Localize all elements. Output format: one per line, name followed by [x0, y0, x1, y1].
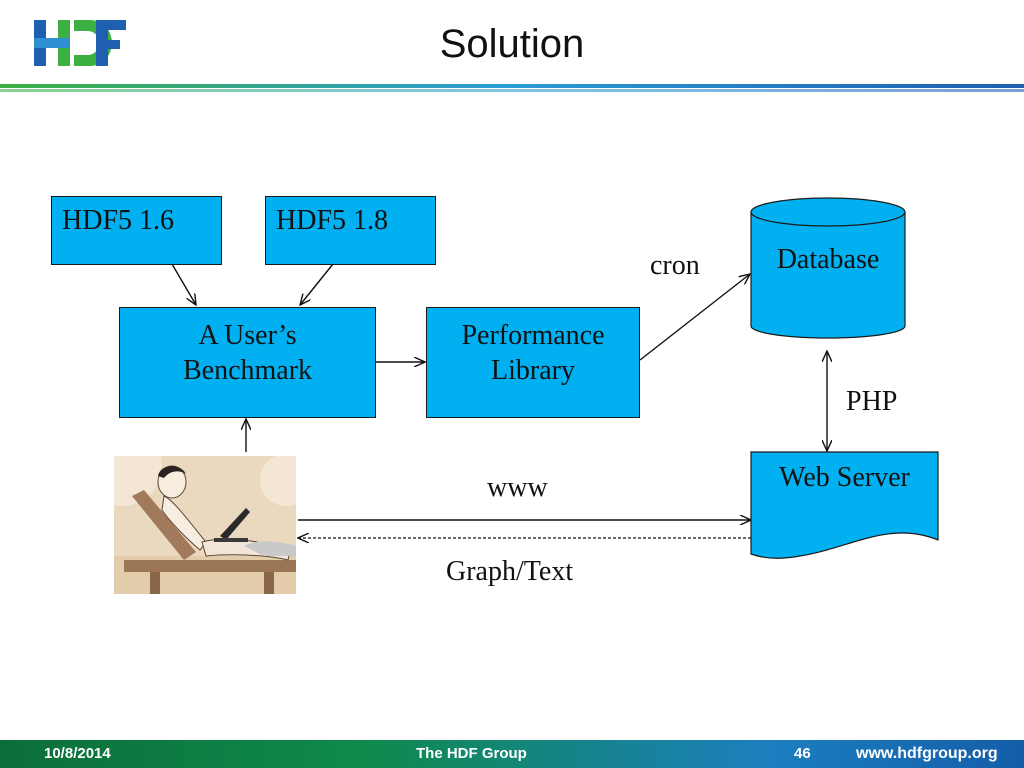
- library-label-line1: Performance: [461, 320, 605, 351]
- slide-footer: 10/8/2014 The HDF Group 46 www.hdfgroup.…: [0, 740, 1024, 768]
- database-label: Database: [776, 244, 880, 275]
- title-divider: [0, 84, 1024, 92]
- www-label: www: [487, 472, 548, 503]
- footer-page-number: 46: [794, 745, 811, 762]
- arrow-hdf18-to-benchmark: [300, 263, 334, 305]
- hdf-logo: [34, 20, 126, 66]
- user-benchmark-box: A User’s Benchmark: [119, 307, 376, 418]
- library-label-line2: Library: [491, 355, 575, 386]
- arrow-hdf16-to-benchmark: [171, 263, 196, 305]
- arrow-library-to-database: [639, 274, 750, 361]
- user-with-laptop-image: [114, 456, 296, 594]
- footer-date: 10/8/2014: [44, 745, 111, 762]
- cron-label: cron: [650, 250, 700, 281]
- benchmark-label-line1: A User’s: [198, 320, 297, 351]
- web-server-shape: [750, 451, 939, 559]
- graph-text-label: Graph/Text: [446, 556, 574, 587]
- benchmark-label-line2: Benchmark: [182, 355, 313, 386]
- footer-url: www.hdfgroup.org: [856, 745, 998, 762]
- hdf5-1-8-box: HDF5 1.8: [265, 196, 436, 265]
- hdf5-1-6-box: HDF5 1.6: [51, 196, 222, 265]
- footer-org: The HDF Group: [416, 745, 527, 762]
- performance-library-box: Performance Library: [426, 307, 640, 418]
- slide-title: Solution: [439, 22, 585, 66]
- php-label: PHP: [846, 386, 898, 417]
- database-cylinder: [750, 197, 906, 339]
- web-server-label: Web Server: [779, 462, 910, 493]
